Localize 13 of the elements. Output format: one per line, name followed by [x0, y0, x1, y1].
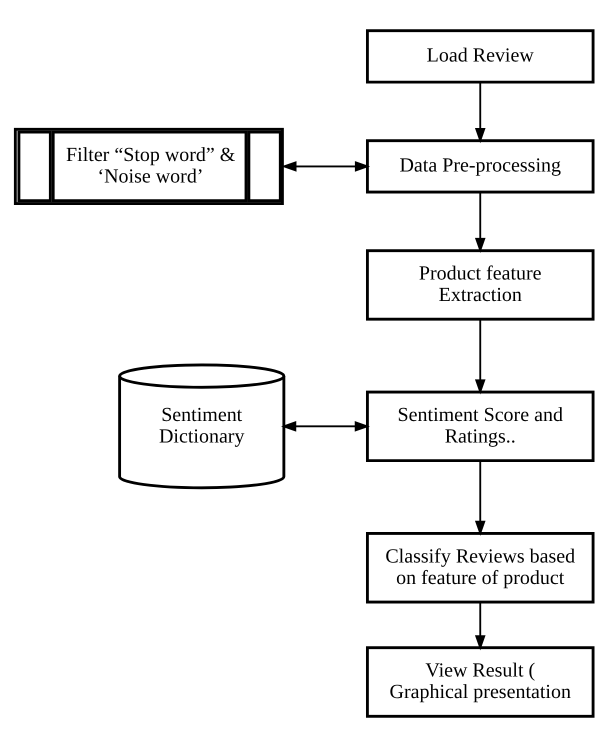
node-box: Load Review — [366, 29, 595, 84]
arrow — [474, 82, 486, 144]
node-box: View Result ( Graphical presentation — [366, 646, 595, 718]
node-box: Sentiment Score and Ratings.. — [366, 390, 595, 462]
arrow — [474, 461, 486, 536]
arrow — [474, 602, 486, 650]
arrow — [474, 320, 486, 394]
arrow — [474, 192, 486, 254]
node-box: Data Pre-processing — [366, 139, 595, 194]
node-box: Classify Reviews based on feature of product — [366, 532, 595, 604]
arrow — [281, 421, 370, 432]
node-box: Product feature Extraction — [366, 249, 595, 321]
arrow — [281, 161, 370, 172]
